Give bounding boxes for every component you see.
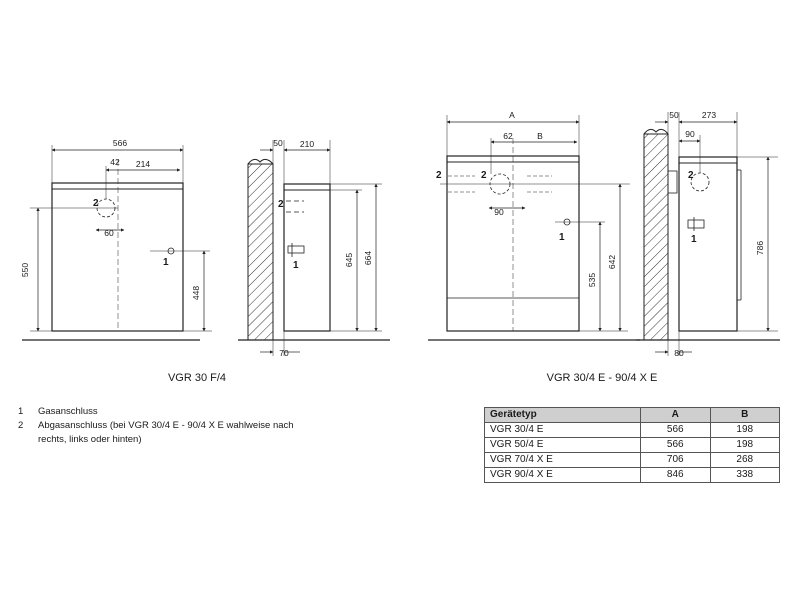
legend: 1 Gasanschluss 2 Abgasanschluss (bei VGR… [18,405,298,447]
header-a: A [640,407,711,423]
legend-number: 1 [18,406,24,417]
marker-gas-side: 1 [691,234,697,245]
table-header-row: Gerätetyp A B [484,407,780,423]
cell-b: 268 [709,452,780,468]
dim-depth: 273 [702,110,716,120]
gas-connector [287,245,305,254]
wall [643,133,669,341]
dim-height-total: 550 [20,263,30,277]
dim-pipe: 90 [494,207,504,217]
cell-a: 846 [640,467,711,483]
right-side-view [636,112,780,356]
marker-gas-side: 1 [293,260,299,271]
cell-type: VGR 90/4 X E [484,467,641,483]
cell-type: VGR 50/4 E [484,437,641,453]
dim-offset-b: 214 [136,159,150,169]
cell-a: 566 [640,422,711,438]
cell-b: 198 [709,437,780,453]
header-b: B [709,407,780,423]
marker-gas: 1 [163,257,169,268]
dim-overall-height: 786 [755,241,765,255]
dim-overall-height: 664 [363,251,373,265]
dim-depth: 210 [300,139,314,149]
marker-flue-side: 2 [688,170,694,181]
dim-width: 566 [113,138,127,148]
device-dimension-table: Gerätetyp A B VGR 30/4 E 566 198 VGR 50/… [484,407,780,483]
dim-wall-gap: 50 [273,138,283,148]
wall [247,163,274,341]
table-row: VGR 30/4 E 566 198 [484,422,780,438]
left-front-view [22,145,212,341]
legend-text: Gasanschluss [38,406,98,417]
dim-gas-height: 448 [191,286,201,300]
legend-number: 2 [18,420,24,431]
flue-outlet [667,170,678,194]
appliance-side [678,156,738,332]
dim-flue-height: 642 [607,255,617,269]
header-type: Gerätetyp [484,407,641,423]
table-row: VGR 70/4 X E 706 268 [484,452,780,468]
marker-flue-left: 2 [436,170,442,181]
cell-a: 566 [640,437,711,453]
dim-offset-a: 62 [503,131,513,141]
dim-width-a: A [509,110,515,120]
dim-bottom-offset: 80 [674,348,684,358]
dim-pipe: 60 [104,228,114,238]
dim-connector-height: 645 [344,253,354,267]
marker-flue: 2 [93,198,99,209]
cell-b: 198 [709,422,780,438]
dim-gas-height: 535 [587,273,597,287]
marker-flue-side: 2 [278,199,284,210]
marker-flue-center: 2 [481,170,487,181]
caption-left: VGR 30 F/4 [168,372,226,384]
table-row: VGR 50/4 E 566 198 [484,437,780,453]
gas-connector [687,219,705,229]
dim-offset-b: B [537,131,543,141]
dim-bottom-offset: 70 [279,348,289,358]
dim-wall-gap: 50 [669,110,679,120]
cell-b: 338 [709,467,780,483]
dim-pipe-side: 90 [685,129,695,139]
legend-item: 2 Abgasanschluss (bei VGR 30/4 E - 90/4 … [18,419,298,447]
appliance-side [283,183,331,332]
appliance-body [51,182,184,332]
table-row: VGR 90/4 X E 846 338 [484,467,780,483]
legend-item: 1 Gasanschluss [18,405,298,419]
cell-a: 706 [640,452,711,468]
flue-circle [690,172,710,192]
cell-type: VGR 30/4 E [484,422,641,438]
right-front-view [428,115,640,341]
dim-offset-a: 42 [110,157,120,167]
caption-right: VGR 30/4 E - 90/4 X E [547,372,658,384]
marker-gas: 1 [559,232,565,243]
legend-text: Abgasanschluss (bei VGR 30/4 E - 90/4 X … [38,420,294,445]
cell-type: VGR 70/4 X E [484,452,641,468]
left-side-view [238,140,390,356]
